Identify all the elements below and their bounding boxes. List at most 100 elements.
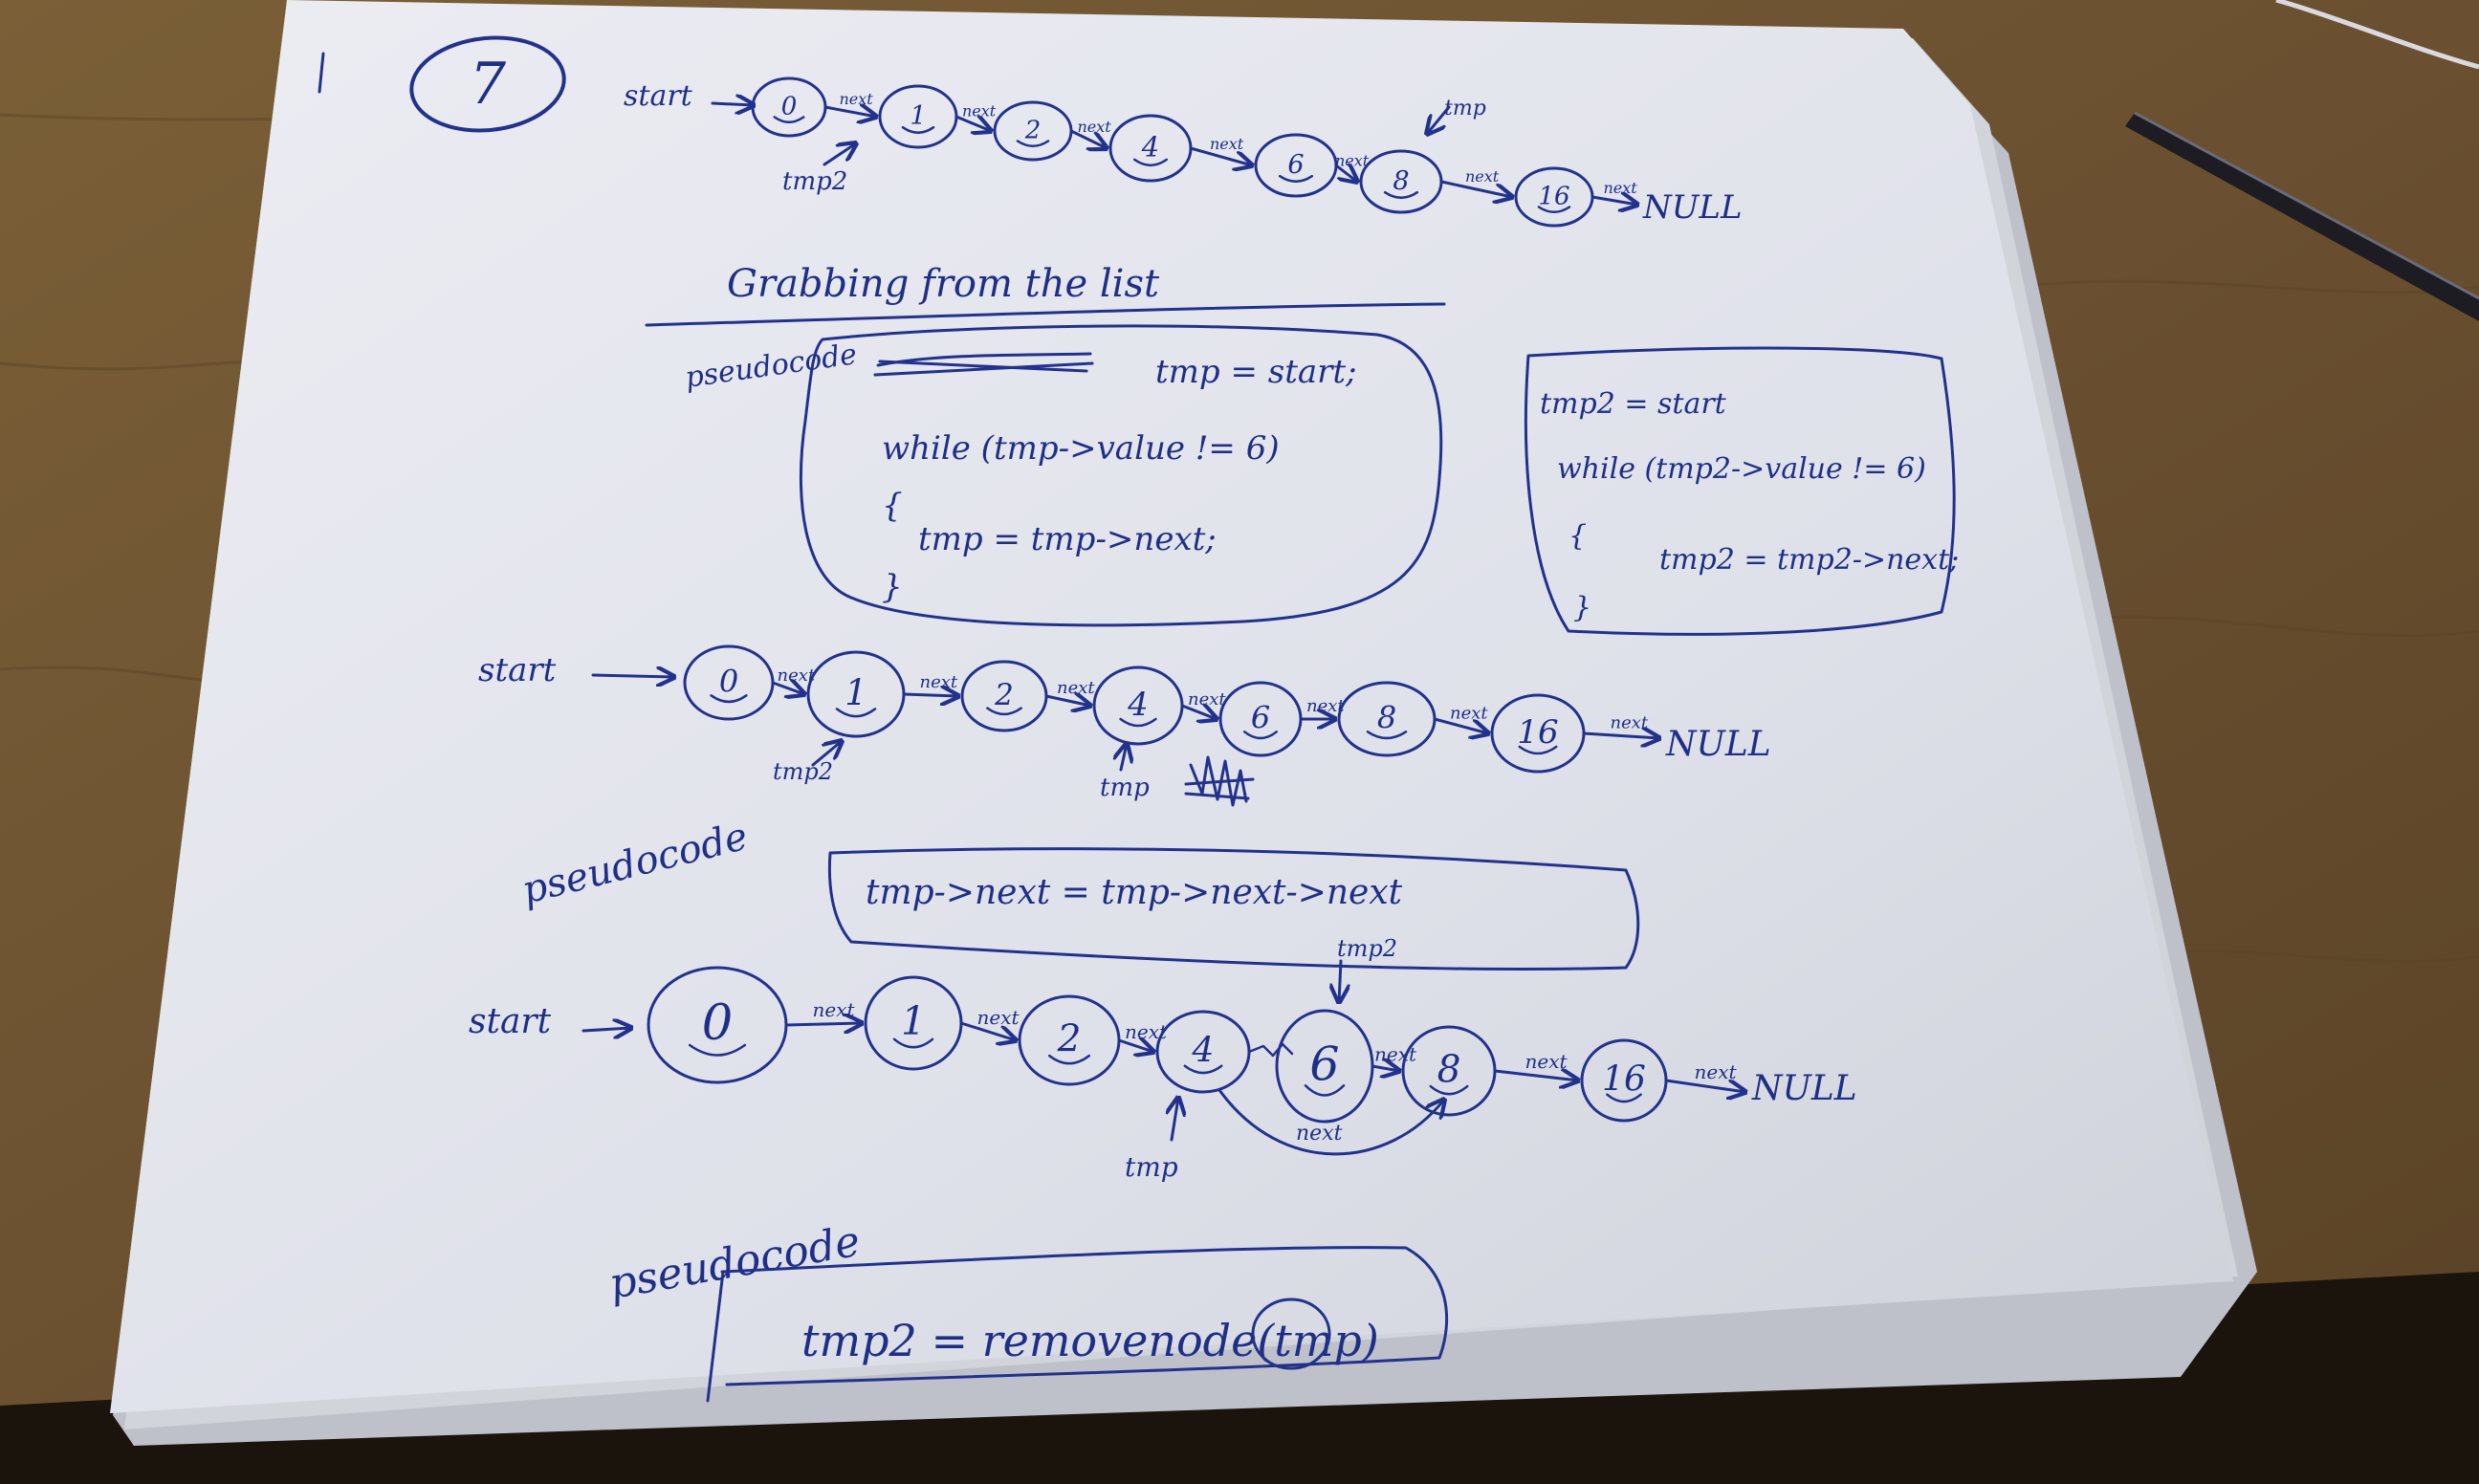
next-label: next bbox=[920, 672, 958, 692]
next-label: next bbox=[778, 666, 816, 686]
list-node-tray bbox=[835, 708, 877, 718]
pen bbox=[2125, 111, 2479, 321]
next-label: next bbox=[977, 1006, 1020, 1029]
tmp2-arrow bbox=[811, 741, 842, 767]
list-node-value: 0 bbox=[719, 664, 738, 700]
list-node-tray bbox=[1016, 140, 1050, 147]
list-node-value: 16 bbox=[1538, 183, 1569, 211]
next-pointer bbox=[1189, 146, 1252, 165]
list-node-value: 6 bbox=[1251, 700, 1270, 736]
list-node-tray bbox=[1047, 1054, 1091, 1065]
list-node-tray bbox=[986, 707, 1022, 716]
list-node-value: 2 bbox=[994, 678, 1014, 712]
next-label: next bbox=[1335, 152, 1370, 170]
next-pointer bbox=[1180, 706, 1217, 719]
list-node-value: 8 bbox=[1393, 166, 1409, 196]
list-node-value: 6 bbox=[1287, 150, 1304, 180]
list-node-value: 4 bbox=[1141, 131, 1159, 164]
list-node-value: 1 bbox=[901, 998, 926, 1044]
tmp2-arrow bbox=[823, 143, 856, 166]
tmp2-label: tmp2 bbox=[773, 758, 833, 785]
tmp2-label: tmp2 bbox=[1337, 935, 1397, 962]
list-node-tray bbox=[688, 1043, 747, 1057]
list-node-tray bbox=[1304, 1084, 1346, 1097]
paper-sheet bbox=[110, 0, 2233, 1413]
next-pointer bbox=[1069, 129, 1107, 148]
next-pointer bbox=[784, 1023, 862, 1025]
next-label: next bbox=[813, 998, 856, 1021]
code-2-line-5: } bbox=[1573, 591, 1591, 624]
next-label: next bbox=[1465, 167, 1500, 186]
list-node-tray bbox=[1132, 158, 1169, 167]
code-1-line-4: tmp = tmp->next; bbox=[918, 520, 1217, 558]
start-arrow bbox=[711, 103, 754, 105]
code-2-line-1: tmp2 = start bbox=[1540, 387, 1727, 421]
list-node-tray bbox=[1383, 190, 1419, 200]
null-label: NULL bbox=[1665, 725, 1771, 764]
code-box-4 bbox=[720, 1246, 1449, 1386]
list-node-tray bbox=[773, 116, 805, 123]
bypass-label: next bbox=[1296, 1122, 1343, 1146]
tmp2-arrow bbox=[1339, 959, 1341, 1002]
tmp-label: tmp bbox=[1100, 774, 1150, 802]
next-pointer bbox=[1591, 197, 1637, 205]
circled-arg bbox=[1251, 1298, 1331, 1370]
list-node-value: 16 bbox=[1517, 713, 1558, 752]
code-1-line-5: } bbox=[882, 568, 903, 606]
next-label: next bbox=[1125, 1020, 1168, 1043]
tmp-arrow bbox=[1121, 744, 1127, 772]
list-node-tray bbox=[1518, 745, 1558, 755]
list-node-value: 8 bbox=[1437, 1049, 1461, 1092]
list-node-value: 4 bbox=[1127, 686, 1149, 724]
next-pointer bbox=[823, 107, 876, 117]
list-node-tray bbox=[1242, 731, 1279, 740]
tmp-label: tmp bbox=[1125, 1151, 1178, 1183]
next-label: next bbox=[962, 102, 997, 120]
next-pointer bbox=[1371, 1066, 1399, 1071]
heading: Grabbing from the list bbox=[727, 262, 1160, 306]
code-box-1 bbox=[799, 324, 1443, 627]
list-node-value: 8 bbox=[1377, 700, 1396, 736]
next-pointer bbox=[1044, 696, 1090, 706]
code-box-2 bbox=[1524, 346, 1956, 636]
list-node-tray bbox=[1366, 731, 1408, 740]
next-label: next bbox=[1057, 678, 1095, 698]
tmp2-label: tmp2 bbox=[782, 167, 847, 196]
code-3-line-1: tmp->next = tmp->next->next bbox=[866, 873, 1403, 912]
tmp-arrow bbox=[1172, 1098, 1178, 1142]
code-2-line-3: { bbox=[1569, 519, 1587, 553]
heading-underline bbox=[645, 302, 1446, 327]
next-pointer bbox=[1117, 1040, 1153, 1052]
list-node-value: 0 bbox=[702, 995, 733, 1052]
list-node-value: 2 bbox=[1057, 1018, 1082, 1061]
page-number-circle bbox=[409, 35, 566, 133]
next-pointer bbox=[954, 117, 991, 131]
start-label: start bbox=[478, 651, 557, 689]
list-node-tray bbox=[1429, 1084, 1469, 1096]
next-label: next bbox=[1450, 704, 1488, 724]
crossed-out-text bbox=[873, 352, 1094, 377]
scribble bbox=[1184, 755, 1255, 807]
list-node-value: 2 bbox=[1024, 117, 1042, 145]
list-node-tray bbox=[1119, 717, 1157, 728]
next-label: next bbox=[1210, 135, 1244, 153]
start-label: start bbox=[469, 1002, 552, 1041]
cable bbox=[2275, 0, 2479, 70]
next-label: next bbox=[1306, 696, 1345, 716]
list-node-tray bbox=[1278, 174, 1314, 184]
start-arrow bbox=[581, 1028, 631, 1031]
list-node-value: 1 bbox=[910, 101, 926, 131]
list-node-tray bbox=[710, 694, 748, 704]
next-label: next bbox=[1604, 179, 1638, 197]
next-label: next bbox=[1611, 713, 1649, 733]
margin-mark bbox=[318, 52, 325, 94]
bypass-arrow bbox=[1218, 1088, 1444, 1156]
next-pointer bbox=[1582, 733, 1659, 738]
next-pointer bbox=[959, 1021, 1016, 1040]
list-node-tray bbox=[1537, 206, 1571, 213]
list-node-value: 4 bbox=[1192, 1032, 1215, 1071]
list-node-value: 16 bbox=[1602, 1060, 1646, 1100]
